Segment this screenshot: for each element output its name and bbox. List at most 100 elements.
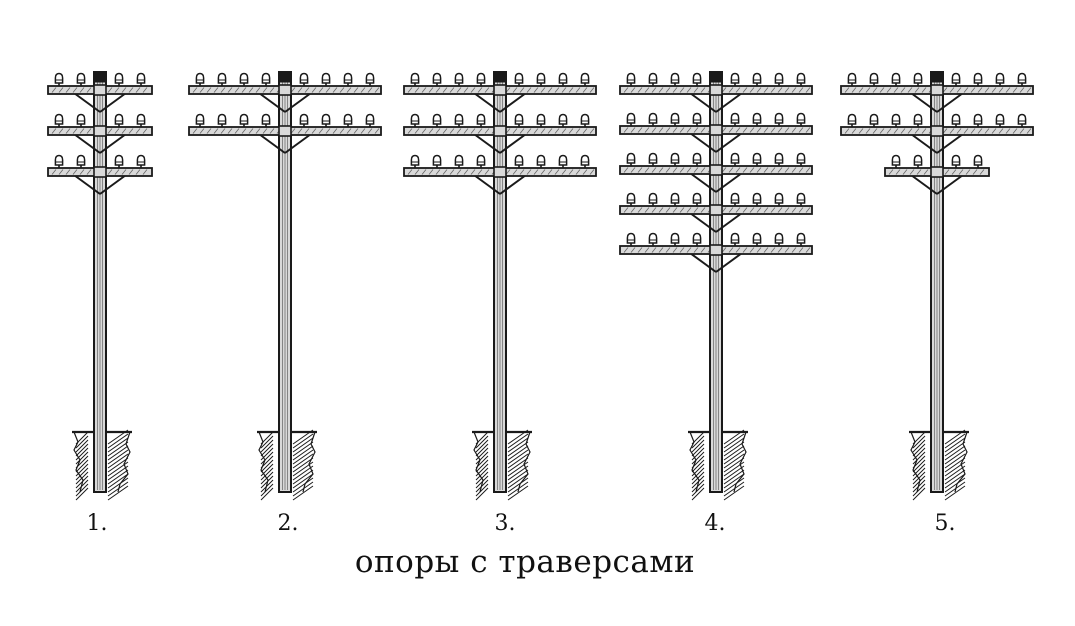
insulator [692,112,702,124]
insulator [995,113,1005,125]
pole-label: 5. [935,511,956,536]
insulator [891,154,901,166]
insulator [847,113,857,125]
crossarm [840,113,1034,154]
crossarm [619,72,813,113]
insulator [514,154,524,166]
insulator [580,72,590,84]
insulator [692,152,702,164]
insulator [973,113,983,125]
insulator [869,113,879,125]
pole-1: 1. [47,71,153,536]
insulator [626,72,636,84]
crossarm [619,152,813,193]
insulator [261,113,271,125]
insulator [692,192,702,204]
insulator [796,112,806,124]
insulator [114,154,124,166]
insulator [536,113,546,125]
crossarm [188,113,382,154]
insulator [913,154,923,166]
insulator [796,192,806,204]
insulator [692,72,702,84]
pole-3: 3. [403,71,597,536]
insulator [432,154,442,166]
pole-2: 2. [188,71,382,536]
insulator [536,154,546,166]
insulator [692,232,702,244]
insulator [558,154,568,166]
crossarm [403,154,597,195]
pole-5: 5. [840,71,1034,536]
ground-hatching [909,429,969,501]
insulator [951,113,961,125]
insulator [76,154,86,166]
insulator [730,112,740,124]
insulator [973,72,983,84]
ground-hatching [688,429,748,501]
pole-label: 1. [87,511,108,536]
insulator [648,192,658,204]
crossarm [188,72,382,113]
insulator [261,72,271,84]
insulator [670,232,680,244]
insulator [670,112,680,124]
insulator [476,72,486,84]
insulator [891,72,901,84]
insulator [670,192,680,204]
insulator [410,72,420,84]
insulator [648,152,658,164]
insulator [580,154,590,166]
ground-hatching [472,429,532,501]
insulator [365,72,375,84]
insulator [321,113,331,125]
pole-label: 4. [705,511,726,536]
insulator [217,113,227,125]
insulator [1017,113,1027,125]
insulator [476,154,486,166]
insulator [913,113,923,125]
insulator [114,72,124,84]
crossarm [619,112,813,153]
insulator [195,72,205,84]
insulator [796,152,806,164]
insulator [343,113,353,125]
insulator [54,72,64,84]
insulator [847,72,857,84]
insulator [774,232,784,244]
insulator [454,72,464,84]
insulator [217,72,227,84]
insulator [774,72,784,84]
insulator [195,113,205,125]
crossarm [403,72,597,113]
insulator [514,72,524,84]
insulator [752,232,762,244]
insulator [476,113,486,125]
insulator [432,113,442,125]
insulator [774,192,784,204]
crossarm [403,113,597,154]
insulator [76,72,86,84]
crossarm [619,192,813,233]
insulator [730,72,740,84]
insulator [995,72,1005,84]
insulator [299,113,309,125]
insulator [626,112,636,124]
insulator [54,154,64,166]
pole-label: 3. [495,511,516,536]
ground-hatching [257,429,317,501]
insulator [796,72,806,84]
insulator [891,113,901,125]
pole-label: 2. [278,511,299,536]
crossarm [840,72,1034,113]
insulator [774,152,784,164]
insulator [114,113,124,125]
insulator [454,113,464,125]
crossarm [47,154,153,195]
insulator [951,72,961,84]
poles-layer: 1. 2. 3. 4. 5. [47,71,1034,536]
pole-4: 4. [619,71,813,536]
insulator [774,112,784,124]
insulator [752,152,762,164]
